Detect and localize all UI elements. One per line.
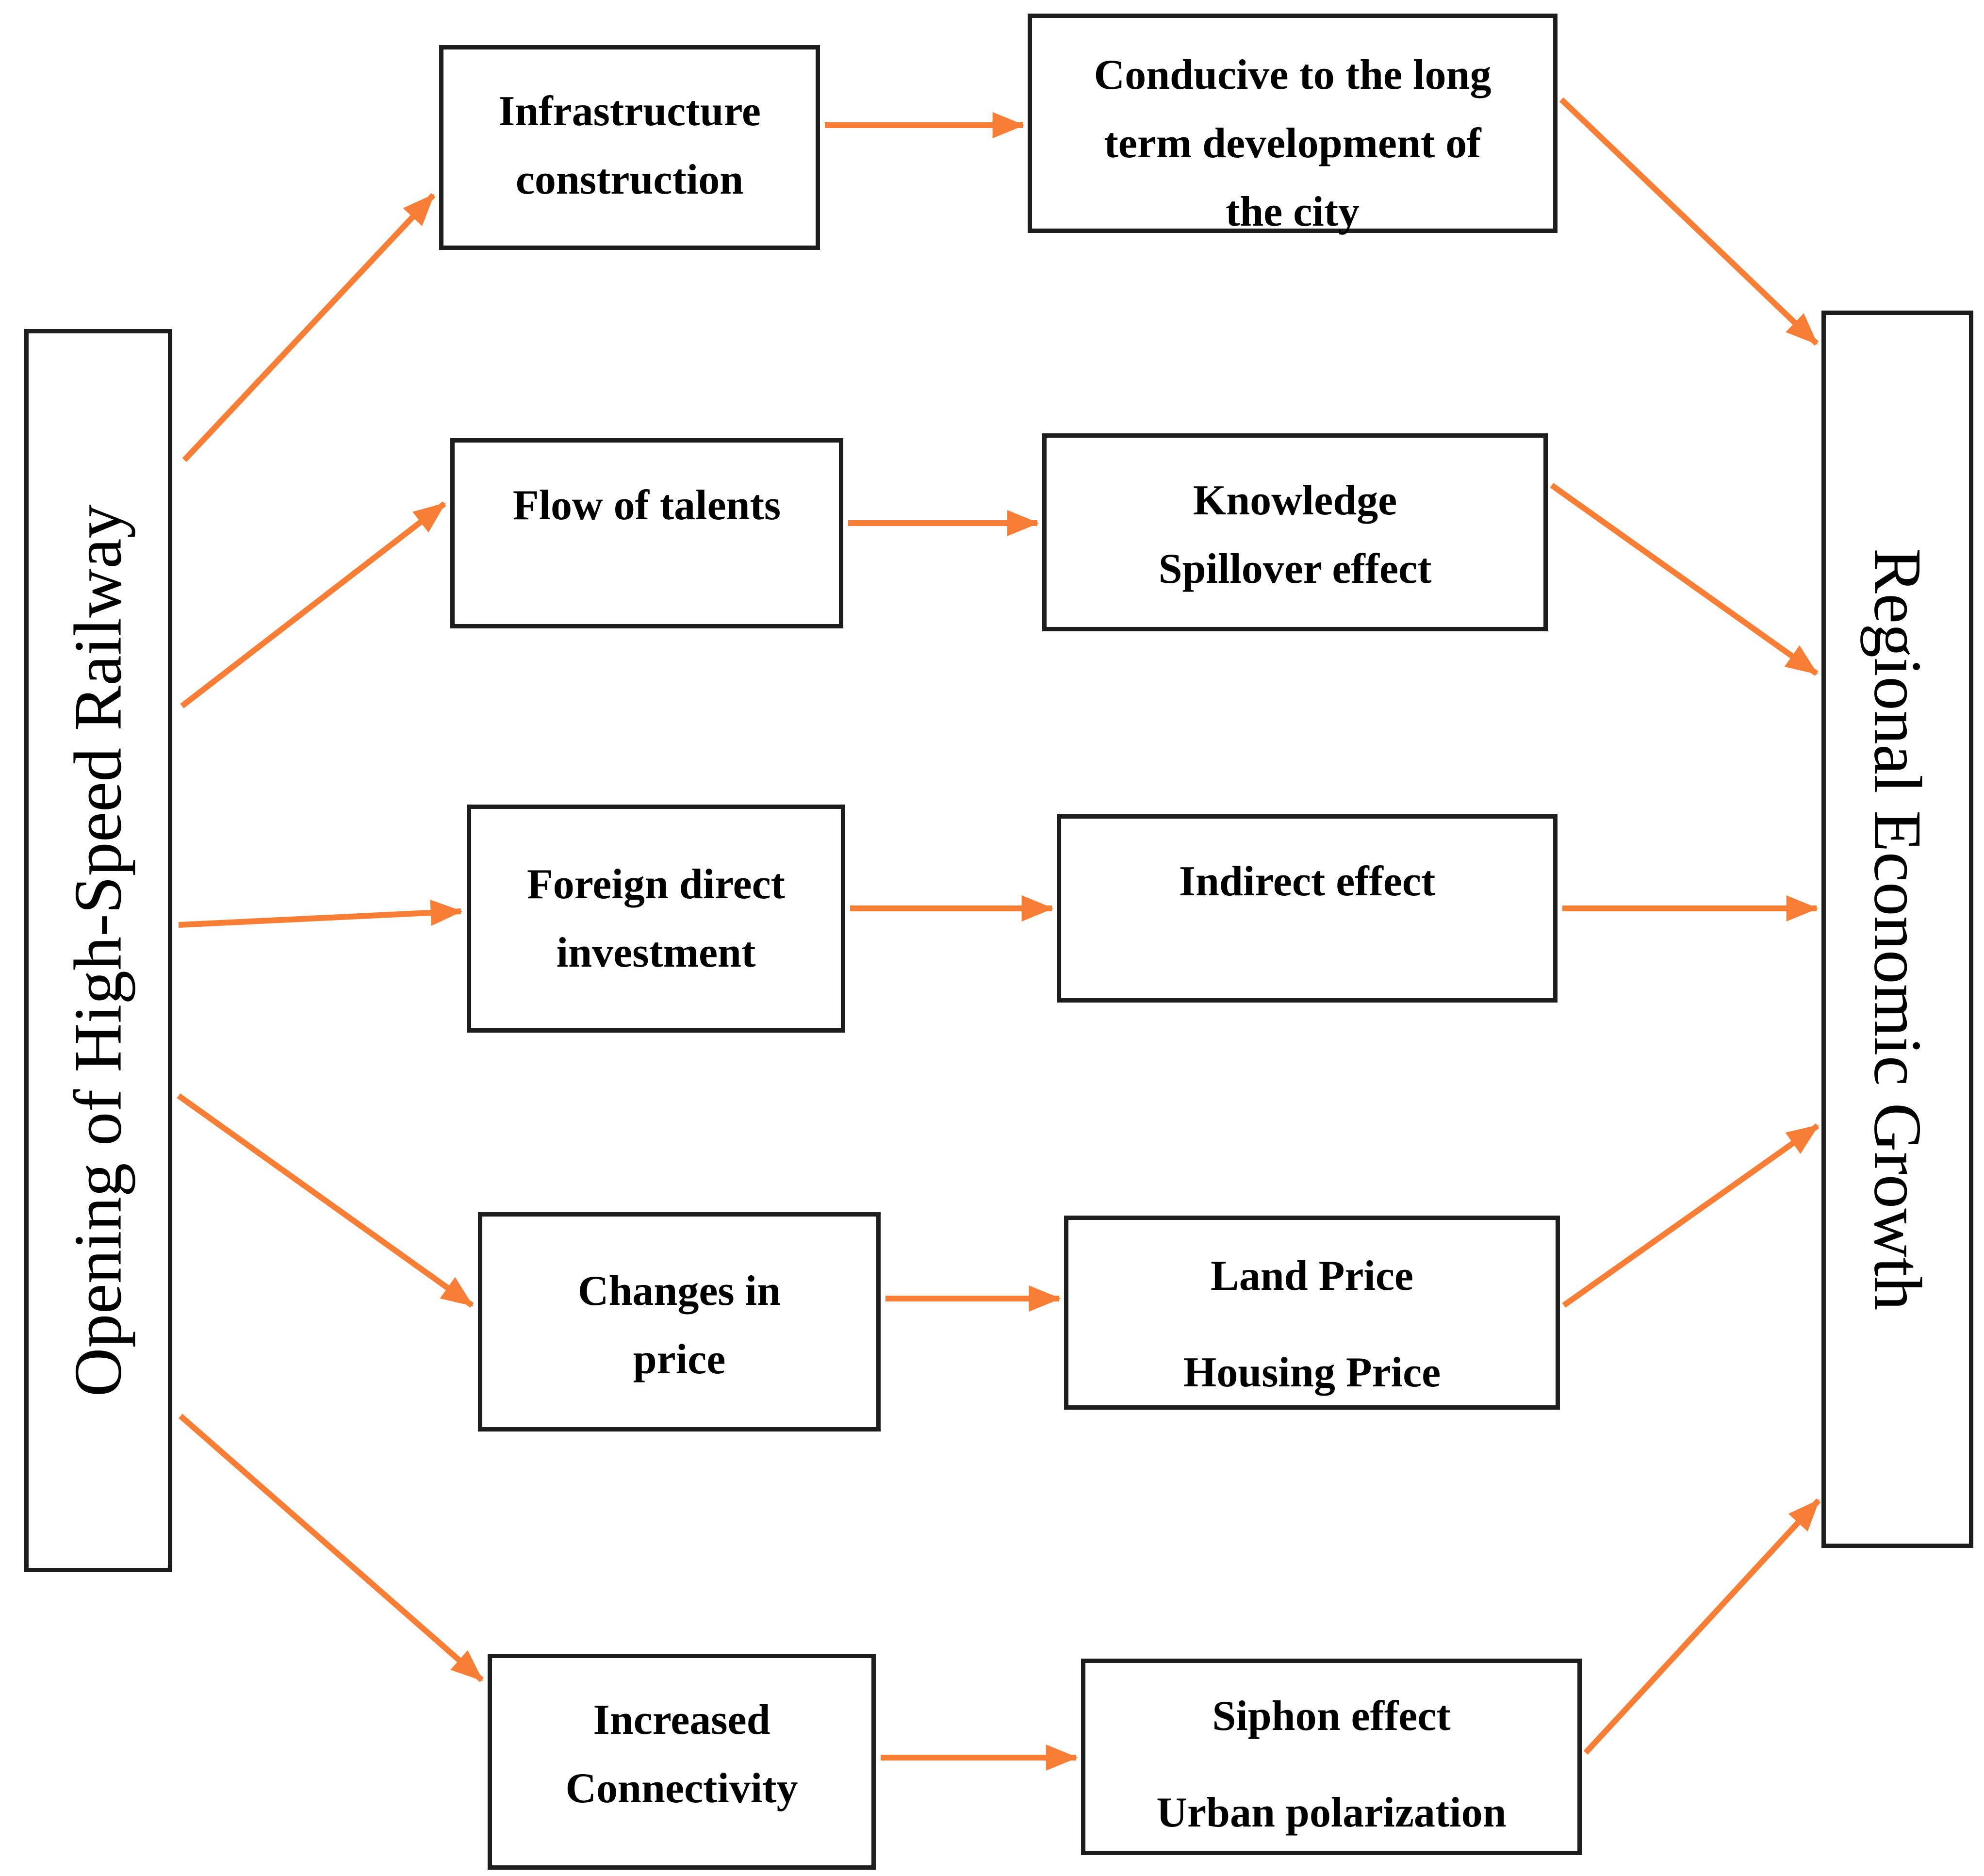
arrow-source-to-talents [180,501,446,708]
arrow-siphon-to-growth [1583,1498,1821,1755]
node-label-line: the city [1225,188,1360,235]
node-label-line: Changes in [577,1267,781,1315]
node-label-line: Housing Price [1183,1349,1441,1396]
arrow-source-to-price [177,1093,474,1308]
arrow-source-to-connectivity [179,1414,484,1682]
source-node-label: Opening of High-Speed Railway [60,504,136,1397]
node-increased-connectivity: Increased Connectivity [488,1654,876,1870]
node-land-housing-price: Land Price Housing Price [1064,1216,1560,1410]
node-label-line: Increased [593,1696,771,1744]
node-knowledge-spillover-effect: Knowledge Spillover effect [1042,433,1548,631]
node-label-line: Urban polarization [1156,1789,1507,1836]
arrow-spillover-to-growth [1550,483,1819,676]
node-changes-in-price: Changes in price [478,1212,881,1432]
node-label-line: Flow of talents [512,482,781,529]
node-indirect-effect: Indirect effect [1057,814,1558,1003]
node-conducive-long-term-development: Conducive to the long term development o… [1028,14,1558,235]
node-regional-economic-growth: Regional Economic Growth [1821,311,1973,1548]
node-label-line: term development of [1104,119,1481,167]
node-label-line: Infrastructure [498,88,761,135]
node-flow-of-talents: Flow of talents [450,438,843,628]
node-opening-high-speed-railway: Opening of High-Speed Railway [24,329,172,1572]
node-infrastructure-construction: Infrastructure construction [439,45,820,250]
node-label-line: Knowledge [1193,477,1397,524]
arrow-source-to-infrastructure [182,193,436,462]
arrow-conducive-to-growth [1559,97,1819,346]
node-label-line: Conducive to the long [1094,51,1492,99]
node-label-line: Indirect effect [1179,858,1436,905]
node-label-line: Spillover effect [1158,545,1432,592]
node-label-line: investment [556,929,756,976]
node-foreign-direct-investment: Foreign direct investment [467,805,845,1033]
sink-node-label: Regional Economic Growth [1860,548,1935,1311]
node-siphon-urban-polarization: Siphon effect Urban polarization [1081,1659,1582,1855]
node-label-line: Land Price [1211,1252,1413,1300]
node-label-line: construction [515,156,744,203]
node-label-line: price [633,1335,726,1383]
node-label-line: Siphon effect [1212,1693,1451,1740]
arrow-landprice-to-growth [1562,1123,1820,1308]
node-label-line: Foreign direct [527,861,785,908]
arrow-source-to-fdi [178,900,463,928]
node-label-line: Connectivity [565,1764,798,1812]
